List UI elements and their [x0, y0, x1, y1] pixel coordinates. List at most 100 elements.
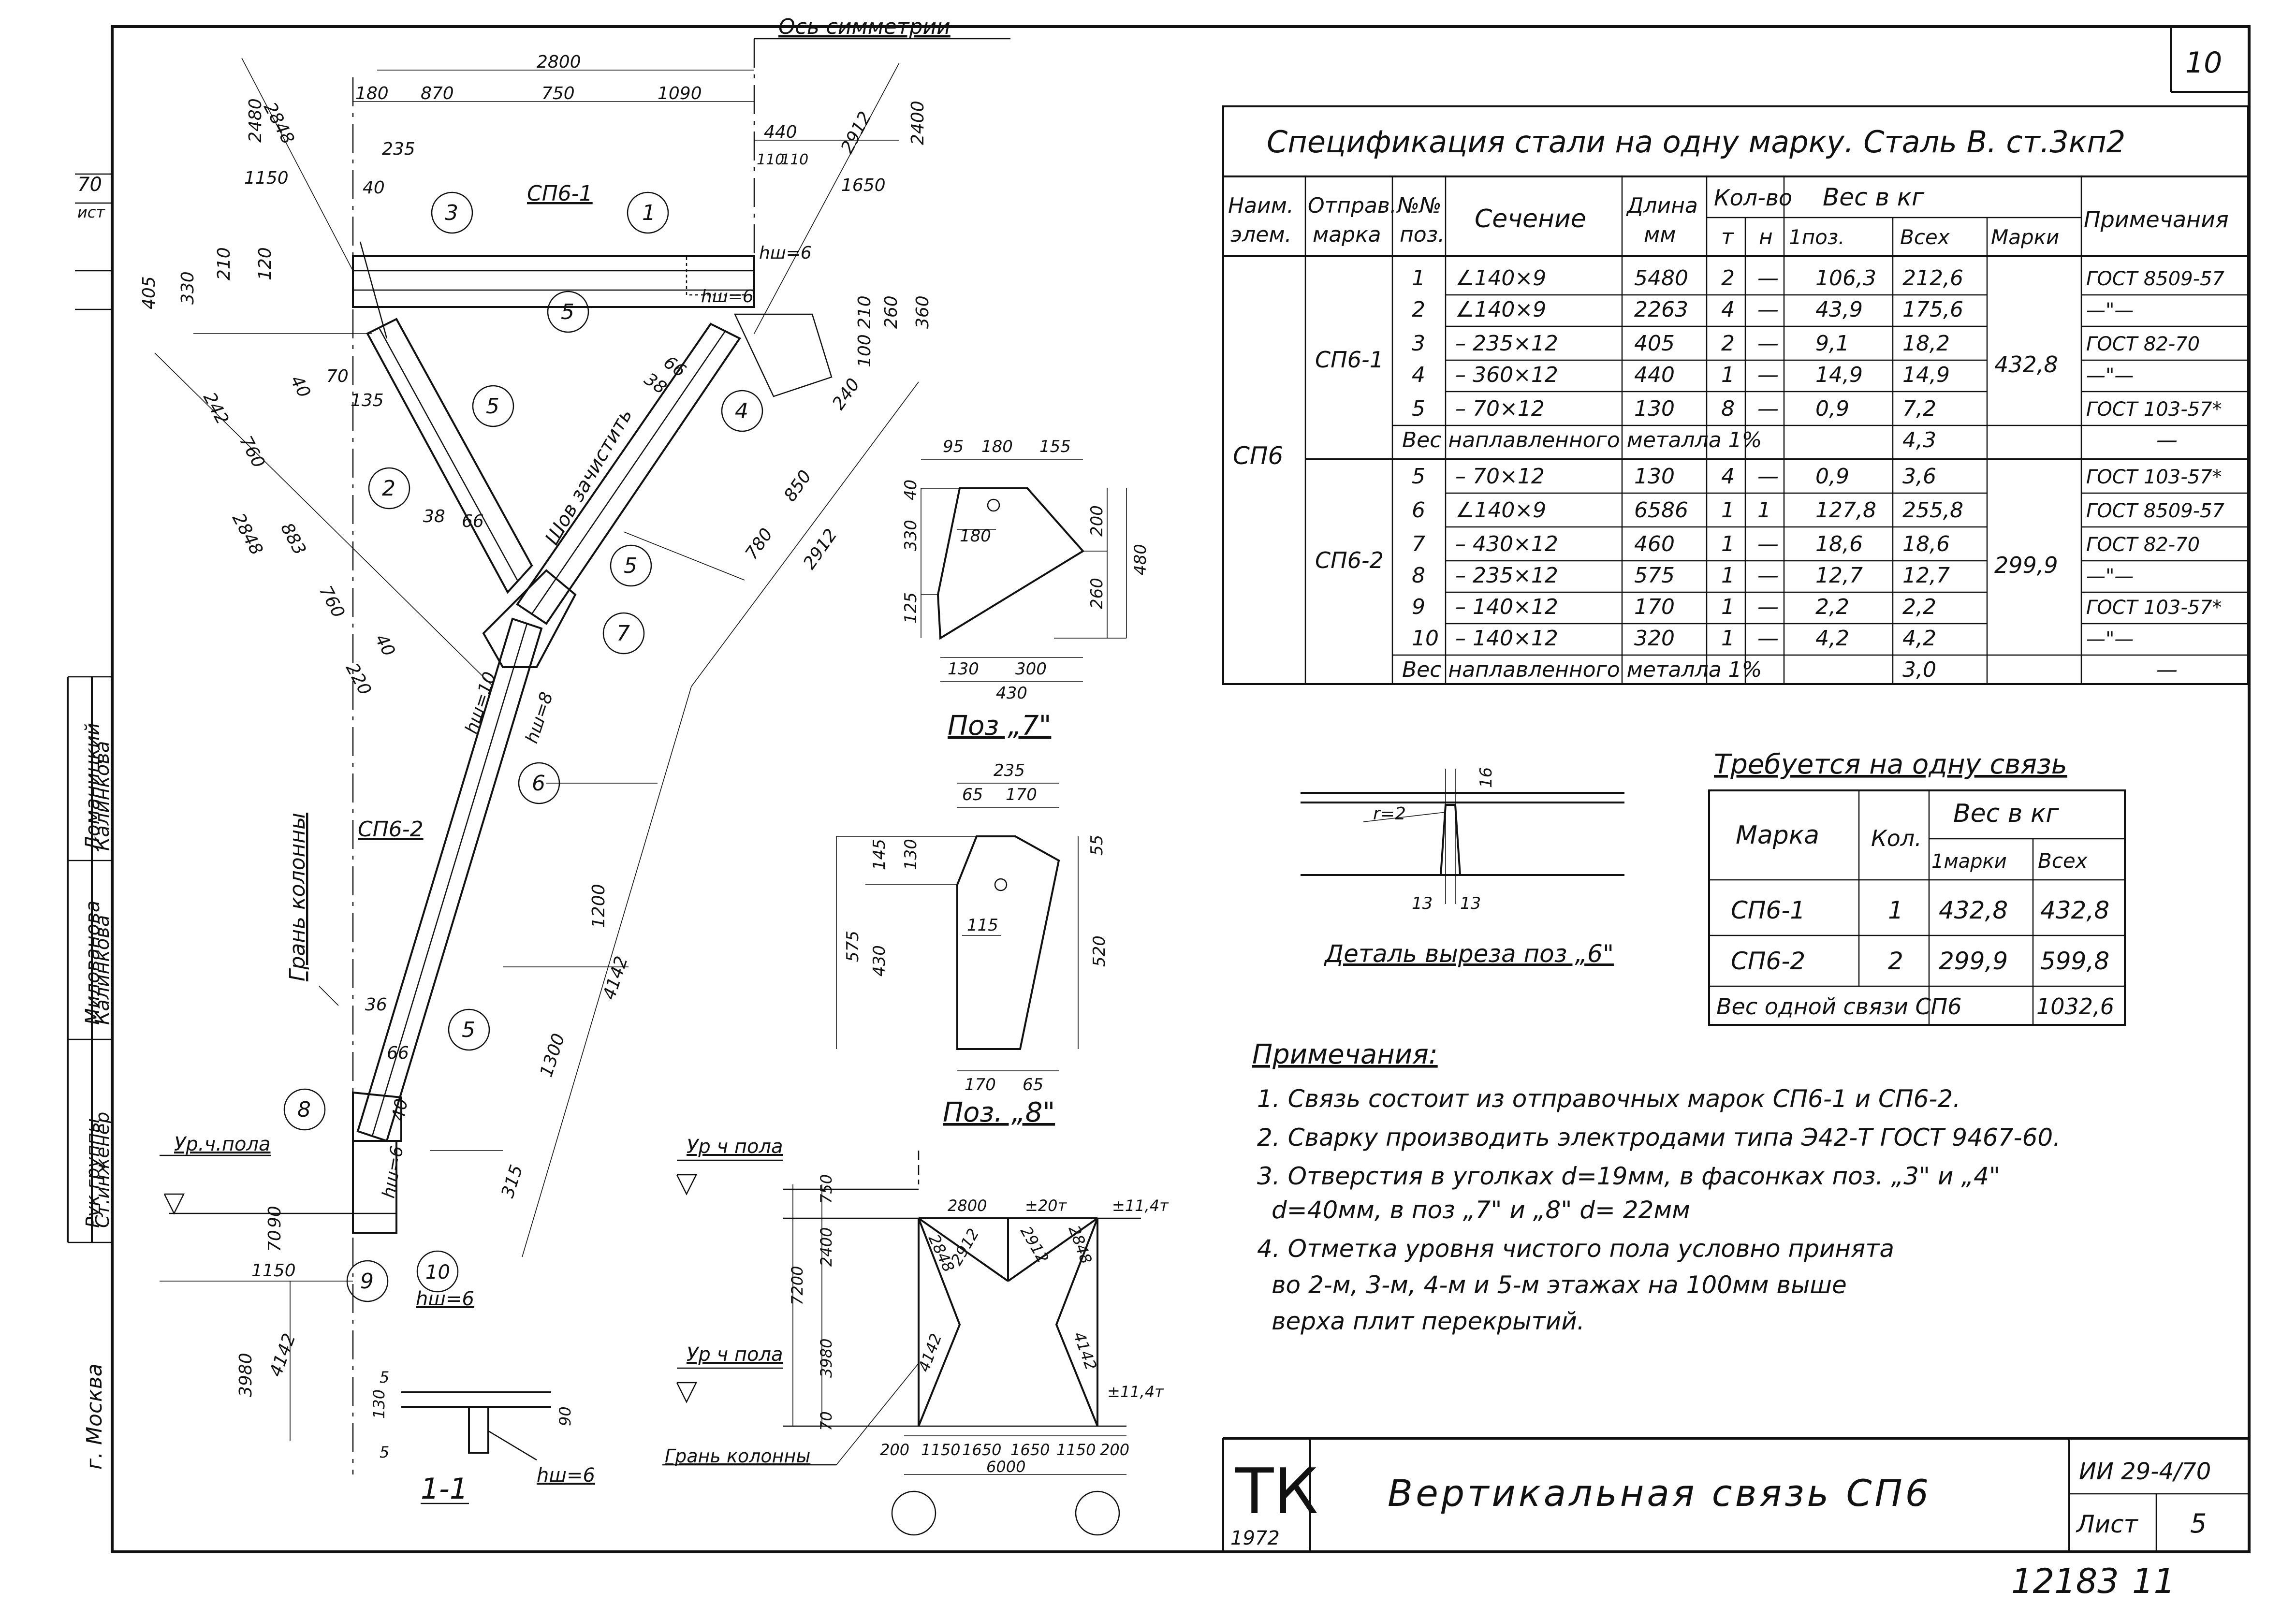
spec-qty-n: — — [1757, 626, 1779, 651]
spec-h-w1: 1поз. — [1789, 225, 1845, 249]
sc-20t: ±20т — [1025, 1196, 1068, 1215]
spec-weight-all: 7,2 — [1902, 396, 1936, 421]
p8-170a: 170 — [1006, 785, 1037, 804]
sc-2848b: 2848 — [1065, 1223, 1096, 1267]
spec-pos: 3 — [1412, 331, 1425, 356]
spec-length: 130 — [1634, 396, 1675, 421]
spec-pos: 7 — [1412, 532, 1425, 556]
dim-mid-1200: 1200 — [589, 884, 609, 928]
sc-200b: 200 — [1100, 1441, 1129, 1459]
spec-note: ГОСТ 103-57* — [2086, 597, 2222, 619]
spec-section: ∠140×9 — [1455, 297, 1546, 322]
spec-weight-1: 43,9 — [1815, 297, 1863, 322]
sec-dim-5a: 5 — [380, 1368, 389, 1386]
dim-left-3980: 3980 — [236, 1353, 256, 1397]
req-w1: 432,8 — [1939, 896, 2008, 924]
spec-h-mark-2: марка — [1313, 222, 1381, 247]
spec-length: 320 — [1634, 626, 1675, 651]
dims-main: 2800 180 870 750 1090 440 110 110 1650 2… — [139, 52, 933, 1397]
p8-170b: 170 — [965, 1075, 996, 1094]
spec-note: —"— — [2086, 365, 2134, 387]
spec-section: – 430×12 — [1455, 532, 1558, 556]
pos7-plate — [921, 459, 1127, 682]
spec-mark: СП6-2 — [1315, 547, 1384, 573]
dims-section-11: 5 130 5 90 — [370, 1368, 574, 1461]
spec-length: 5480 — [1634, 266, 1688, 291]
spec-section: – 235×12 — [1455, 563, 1558, 588]
balloon-2: 2 — [382, 476, 395, 501]
balloon-5d: 5 — [462, 1018, 475, 1042]
dim-left-2848: 2848 — [228, 510, 266, 558]
dim-left-90: 90 — [265, 1206, 285, 1228]
stamp-name-3: Милованова — [82, 901, 104, 1025]
req-mark: СП6-1 — [1731, 896, 1805, 924]
sc-200a: 200 — [880, 1441, 909, 1459]
floor-label-1: Ур.ч.пола — [174, 1133, 271, 1155]
spec-mark-weight: 299,9 — [1994, 552, 2058, 578]
sc-1150a: 1150 — [921, 1441, 960, 1459]
dim-left-120: 120 — [255, 247, 275, 280]
dim-mid-240: 240 — [829, 375, 864, 413]
sc-70: 70 — [817, 1411, 835, 1431]
hw6-label-c: hш=6 — [379, 1144, 407, 1199]
floor-label-3: Ур ч пола — [687, 1343, 783, 1366]
detail-13a: 13 — [1412, 894, 1433, 913]
sc-4142b: 4142 — [1069, 1329, 1100, 1373]
stamp-name-2: Ст.инженер — [92, 1112, 113, 1228]
spec-weight-1: 127,8 — [1815, 498, 1876, 523]
spec-section: ∠140×9 — [1455, 498, 1546, 523]
req-wall: 599,8 — [2040, 947, 2109, 975]
spec-length: 2263 — [1634, 297, 1688, 322]
spec-mark-weight: 432,8 — [1994, 351, 2058, 378]
balloon-3: 3 — [445, 201, 458, 225]
list-label: Лист — [2076, 1510, 2139, 1538]
notes-title: Примечания: — [1252, 1039, 1438, 1070]
req-wall: 432,8 — [2040, 896, 2109, 924]
spec-weight-1: 12,7 — [1815, 563, 1863, 588]
spec-h-name-2: элем. — [1230, 222, 1292, 247]
p8-145: 145 — [870, 839, 889, 870]
dim-top-1150: 1150 — [244, 168, 289, 188]
spec-h-note: Примечания — [2084, 206, 2229, 233]
dim-left-40b: 40 — [371, 631, 399, 660]
balloon-labels: 3 1 5 4 5 2 5 7 6 5 8 9 10 — [297, 201, 748, 1294]
dim-top-2400: 2400 — [908, 101, 928, 145]
spec-section: ∠140×9 — [1455, 266, 1546, 291]
req-mark: СП6-2 — [1731, 947, 1805, 975]
req-total-value: 1032,6 — [2036, 993, 2114, 1020]
p7-260: 260 — [1087, 578, 1107, 609]
spec-section: – 70×12 — [1455, 464, 1545, 489]
spec-h-weight: Вес в кг — [1823, 183, 1925, 211]
dim-left-1150: 1150 — [251, 1261, 296, 1281]
dim-mid-38a: 38 — [641, 369, 670, 398]
spec-weld-value: 3,0 — [1902, 657, 1936, 682]
spec-weight-1: 0,9 — [1815, 396, 1849, 421]
spec-weight-all: 18,6 — [1902, 532, 1950, 556]
stamp-left-top2: ист — [77, 203, 105, 221]
note-1: 1. Связь состоит из отправочных марок СП… — [1257, 1085, 1960, 1113]
weld-clean-label: Шов зачистить — [541, 405, 637, 549]
spec-qty-n: 1 — [1757, 498, 1771, 523]
p7-125: 125 — [901, 592, 921, 624]
spec-weld-label: Вес наплавленного металла 1% — [1402, 657, 1762, 682]
dim-right-100: 100 — [855, 334, 875, 367]
spec-headers: Наим. элем. Отправ. марка №№ поз. Сечени… — [1228, 183, 2229, 249]
city-label: г. Москва — [82, 1363, 107, 1470]
sc-6000: 6000 — [986, 1458, 1025, 1476]
dim-mid-4142: 4142 — [600, 954, 632, 1002]
spec-weld-note: — — [2156, 428, 2178, 452]
p7-430: 430 — [996, 684, 1027, 703]
sc-3980: 3980 — [817, 1339, 835, 1378]
spec-section: – 360×12 — [1455, 363, 1558, 387]
sheet-number-box: 10 — [2170, 27, 2249, 93]
stamp-left-top: 70 — [77, 174, 102, 196]
pos7-dims: 95 180 155 40 330 180 200 480 260 125 13… — [901, 437, 1150, 703]
spec-pos: 10 — [1412, 626, 1439, 651]
sheet-frame — [111, 25, 2251, 1553]
spec-length: 405 — [1634, 331, 1675, 356]
spec-mark: СП6-1 — [1315, 347, 1384, 373]
spec-length: 170 — [1634, 595, 1675, 619]
spec-weight-all: 3,6 — [1902, 464, 1936, 489]
spec-pos: 1 — [1412, 266, 1425, 291]
